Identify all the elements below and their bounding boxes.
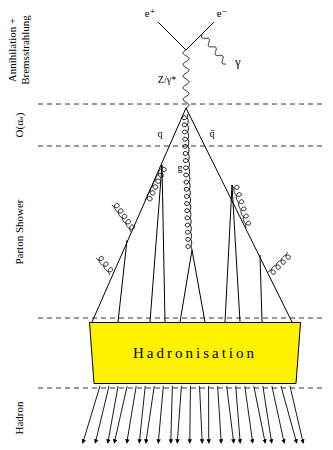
parton-line xyxy=(92,108,186,322)
stage-label: Parton Shower xyxy=(13,199,26,264)
parton-line xyxy=(186,108,292,322)
gluon-line xyxy=(145,165,166,201)
stage-separator xyxy=(38,146,326,147)
parton-line xyxy=(150,165,162,322)
particle-label: e⁺ xyxy=(145,7,156,20)
boson-line xyxy=(183,50,189,108)
hadron-arrow xyxy=(218,386,222,443)
hadronisation-band: Hadronisation xyxy=(89,322,301,384)
parton-line xyxy=(260,255,262,322)
parton-line xyxy=(158,22,186,50)
hadron-arrow xyxy=(236,386,241,443)
particle-label: e⁻ xyxy=(217,7,228,20)
hadron-arrow xyxy=(227,386,234,443)
stage-separator xyxy=(38,318,326,319)
parton-line xyxy=(186,22,214,50)
stage-label: Annihilation + Bremsstrahlung xyxy=(6,4,31,96)
hadron-arrow xyxy=(281,386,297,443)
hadron-arrow xyxy=(263,386,272,443)
hadron-arrow xyxy=(189,386,191,443)
hadron-arrow xyxy=(272,386,284,443)
particle-label: g xyxy=(178,162,183,174)
stage-separator xyxy=(38,104,326,105)
gluon-line xyxy=(182,114,192,250)
hadron-arrow xyxy=(254,386,265,443)
hadron-arrow xyxy=(208,386,209,443)
parton-line xyxy=(192,250,205,322)
gluon-line xyxy=(96,256,113,275)
parton-line xyxy=(162,165,165,322)
hadron-arrow xyxy=(290,386,303,443)
stage-label: Hadron xyxy=(13,402,26,435)
parton-line xyxy=(180,250,192,322)
band-text-holder: Hadronisation xyxy=(89,322,301,384)
hadron-arrow xyxy=(114,386,127,443)
boson-line xyxy=(201,34,226,64)
hadron-arrow xyxy=(177,386,181,443)
gluon-line xyxy=(112,203,134,232)
gluon-line xyxy=(232,185,251,228)
particle-label: q̄ xyxy=(210,128,215,140)
band-shape xyxy=(90,323,301,384)
hadron-arrow xyxy=(127,386,136,443)
hadron-arrow xyxy=(158,386,163,443)
hadron-arrow xyxy=(171,386,173,443)
particle-label: q xyxy=(158,128,163,140)
parton-line xyxy=(118,240,127,322)
particle-label: γ xyxy=(235,56,240,70)
hadron-arrow xyxy=(146,386,155,443)
hadron-arrow xyxy=(245,386,253,443)
gluon-line xyxy=(268,252,290,274)
parton-line xyxy=(225,185,232,322)
particle-label: Z/γ* xyxy=(158,74,176,86)
stage-separator xyxy=(38,388,326,389)
hadron-arrow xyxy=(95,386,109,443)
stage-label: O(αₛ) xyxy=(13,113,26,138)
hadron-arrow xyxy=(200,386,203,443)
band-label: Hadronisation xyxy=(133,345,257,362)
hadron-arrow xyxy=(139,386,145,443)
